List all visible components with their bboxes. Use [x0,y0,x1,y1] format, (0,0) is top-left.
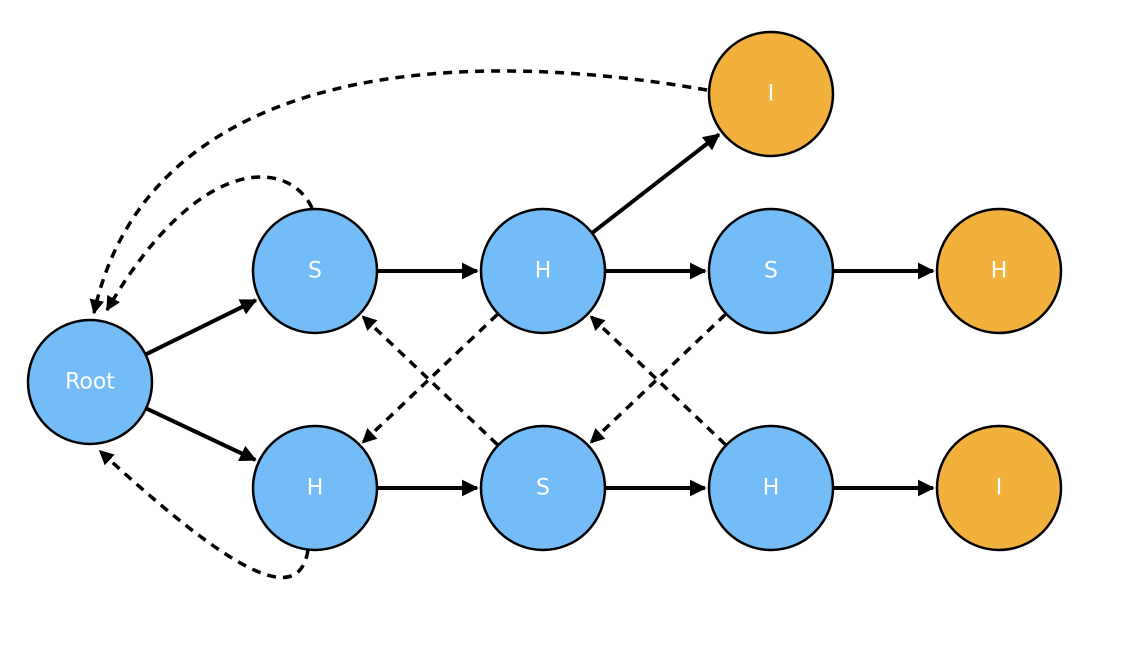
node-s3: S [707,207,835,335]
edges-layer [89,69,935,580]
node-h2-circle [251,424,379,552]
edge-root-to-h2-solid [146,406,257,462]
edge-root-to-s1-solid [145,298,258,356]
node-root-label: Root [65,370,115,395]
node-s3-circle [707,207,835,335]
edge-s1-to-root-dashed [105,175,314,312]
node-h3: H [707,424,835,552]
node-s3-label: S [764,259,778,284]
node-s2: S [479,424,607,552]
edge-h3-to-h1-dashed [589,315,727,446]
node-s1: S [251,207,379,335]
edge-s3-to-s2-dashed [589,313,727,444]
node-s1-circle [251,207,379,335]
node-s2-circle [479,424,607,552]
node-i1: I [707,30,835,158]
node-h1-circle [479,207,607,335]
node-h2-label: H [307,476,324,501]
node-i2-circle [935,424,1063,552]
node-i2: I [935,424,1063,552]
node-i2-label: I [996,476,1003,501]
node-h2: H [251,424,379,552]
node-h3-circle [707,424,835,552]
node-s1-label: S [308,259,322,284]
node-h4-circle [935,207,1063,335]
node-h4-label: H [991,259,1008,284]
node-s2-label: S [536,476,550,501]
node-root-circle [26,318,154,446]
node-i1-circle [707,30,835,158]
edge-i1-to-root-dashed [89,69,708,315]
node-root: Root [26,318,154,446]
node-h1: H [479,207,607,335]
edge-s2-to-s1-dashed [361,315,499,446]
node-i1-label: I [768,82,775,107]
edge-h2-to-root-dashed [98,449,310,580]
node-h4: H [935,207,1063,335]
edge-h1-to-h2-dashed [361,313,499,444]
node-h3-label: H [763,476,780,501]
node-h1-label: H [535,259,552,284]
edge-h1-to-i1-solid [591,132,721,234]
